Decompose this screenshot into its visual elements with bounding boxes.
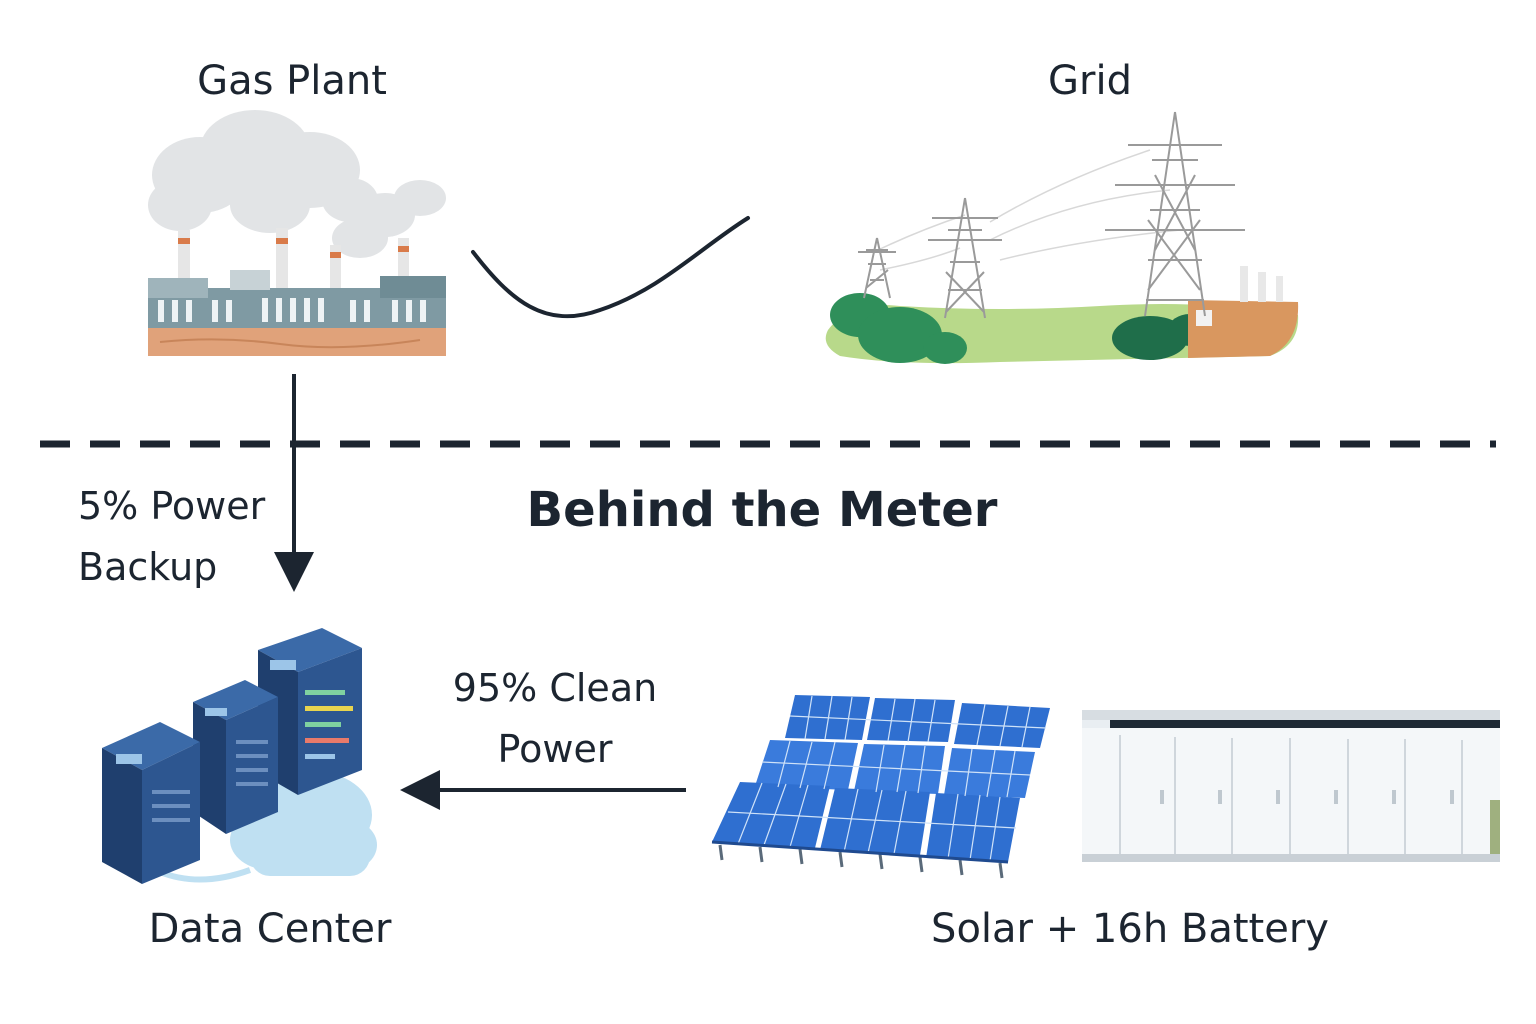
grid-title: Grid [1048, 58, 1132, 104]
backup-power-line1: 5% Power [78, 484, 266, 528]
data-center-icon [102, 628, 377, 884]
behind-the-meter-title: Behind the Meter [526, 482, 998, 538]
grid-icon [825, 111, 1299, 364]
clean-power-label: 95% Clean Power [453, 658, 657, 780]
backup-power-line2: Backup [78, 544, 218, 589]
clean-power-line1: 95% Clean [452, 666, 658, 710]
gas-plant-title: Gas Plant [197, 58, 387, 104]
solar-panels-icon [711, 695, 1050, 879]
solar-battery-title: Solar + 16h Battery [931, 906, 1329, 952]
data-center-title: Data Center [148, 906, 392, 952]
gas-plant-icon [148, 110, 446, 356]
battery-storage-icon [1082, 710, 1500, 862]
clean-power-line2: Power [497, 726, 613, 771]
backup-power-label: 5% Power Backup [78, 476, 265, 598]
gas-grid-connector [471, 216, 750, 319]
